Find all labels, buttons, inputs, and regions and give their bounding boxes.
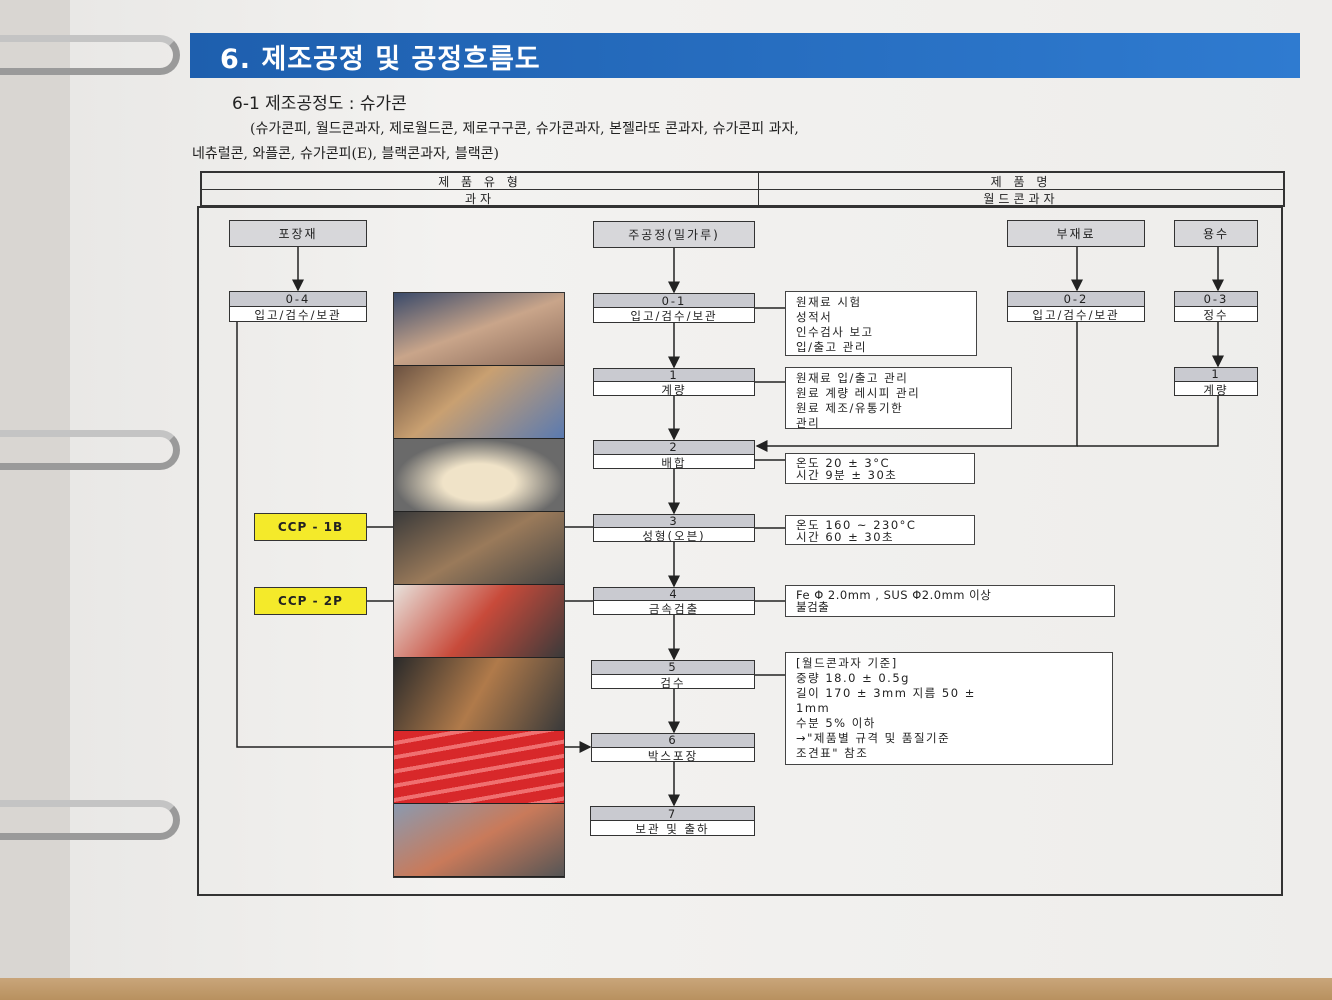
note-line: 조견표" 참조 <box>796 746 869 760</box>
photo-storage <box>394 293 564 366</box>
step-label: 배합 <box>661 455 687 470</box>
input-water: 용수 <box>1174 220 1258 247</box>
step-number: 0-2 <box>1008 292 1144 307</box>
step-label: 입고/검수/보관 <box>254 307 342 322</box>
binder-ring-top <box>0 35 180 75</box>
note-5: [월드콘과자 기준] 중량 18.0 ± 0.5g 길이 170 ± 3mm 지… <box>785 652 1113 765</box>
step-number: 0-3 <box>1175 292 1257 307</box>
note-line: Fe Φ 2.0mm , SUS Φ2.0mm 이상 <box>796 588 992 602</box>
type-label: 제 품 유 형 <box>202 173 759 190</box>
step-number: 1 <box>1175 367 1257 382</box>
flowchart-frame <box>197 206 1283 896</box>
note-line: 원재료 시험 <box>796 295 862 309</box>
step-label: 입고/검수/보관 <box>630 309 718 323</box>
step-number: 7 <box>591 807 754 821</box>
products-line-2: 네츄럴콘, 와플콘, 슈가콘피(E), 블랙콘과자, 블랙콘) <box>192 146 499 162</box>
wooden-table <box>0 978 1332 1000</box>
input-packaging: 포장재 <box>229 220 367 247</box>
step-number: 0-4 <box>230 292 366 307</box>
binder-ring-middle <box>0 430 180 470</box>
note-line: 시간 9분 ± 30초 <box>796 468 898 482</box>
input-sub: 부재료 <box>1007 220 1145 247</box>
input-main: 주공정(밀가루) <box>593 221 755 248</box>
step-label: 보관 및 출하 <box>635 822 710 836</box>
section-title: 6. 제조공정 및 공정흐름도 <box>190 33 1300 78</box>
note-line: 온도 20 ± 3°C <box>796 456 890 470</box>
note-line: 수분 5% 이하 <box>796 716 876 730</box>
photo-inspection <box>394 658 564 731</box>
photo-box-packing <box>394 731 564 804</box>
photo-weighing <box>394 366 564 439</box>
step-label: 정수 <box>1203 307 1229 322</box>
step-label: 성형(오븐) <box>642 529 706 543</box>
note-line: 1mm <box>796 701 831 715</box>
ccp-1b-badge: CCP - 1B <box>254 513 367 541</box>
note-line: [월드콘과자 기준] <box>796 656 898 670</box>
note-line: 중량 18.0 ± 0.5g <box>796 671 910 685</box>
step-number: 5 <box>592 660 754 675</box>
note-line: 불검출 <box>796 600 830 614</box>
photo-shipping <box>394 804 564 877</box>
binder-ring-bottom <box>0 800 180 840</box>
note-line: 관리 <box>796 416 821 430</box>
photo-mixing <box>394 439 564 512</box>
name-label: 제 품 명 <box>759 173 1283 190</box>
step-label: 계량 <box>661 383 687 397</box>
note-line: →"제품별 규격 및 품질기준 <box>796 731 951 745</box>
step-label: 계량 <box>1203 382 1229 397</box>
note-line: 길이 170 ± 3mm 지름 50 ± <box>796 686 976 700</box>
note-line: 입/출고 관리 <box>796 340 867 354</box>
step-label: 검수 <box>660 675 686 690</box>
note-line: 온도 160 ~ 230°C <box>796 518 917 532</box>
note-line: 원재료 입/출고 관리 <box>796 371 909 385</box>
photo-metal-detector <box>394 585 564 658</box>
note-line: 원료 계량 레시피 관리 <box>796 386 921 400</box>
step-number: 0-1 <box>594 294 754 308</box>
note-line: 성적서 <box>796 310 833 324</box>
note-line: 인수검사 보고 <box>796 325 874 339</box>
step-number: 1 <box>594 368 754 382</box>
step-number: 3 <box>594 514 754 528</box>
photo-oven <box>394 512 564 585</box>
ccp-2p-badge: CCP - 2P <box>254 587 367 615</box>
step-number: 6 <box>592 733 754 748</box>
step-number: 2 <box>594 440 754 455</box>
step-label: 박스포장 <box>647 748 699 763</box>
step-label: 입고/검수/보관 <box>1032 307 1120 322</box>
note-line: 시간 60 ± 30초 <box>796 530 895 544</box>
note-line: 원료 제조/유통기한 <box>796 401 904 415</box>
subtitle: 6-1 제조공정도 : 슈가콘 <box>232 94 407 114</box>
step-number: 4 <box>594 587 754 601</box>
name-value: 월드콘과자 <box>983 192 1059 206</box>
products-line-1: (슈가콘피, 월드콘과자, 제로월드콘, 제로구구콘, 슈가콘과자, 본젤라또 … <box>250 121 799 137</box>
step-label: 금속검출 <box>648 602 700 616</box>
process-photo-strip <box>393 292 565 878</box>
type-value: 과자 <box>202 190 759 207</box>
